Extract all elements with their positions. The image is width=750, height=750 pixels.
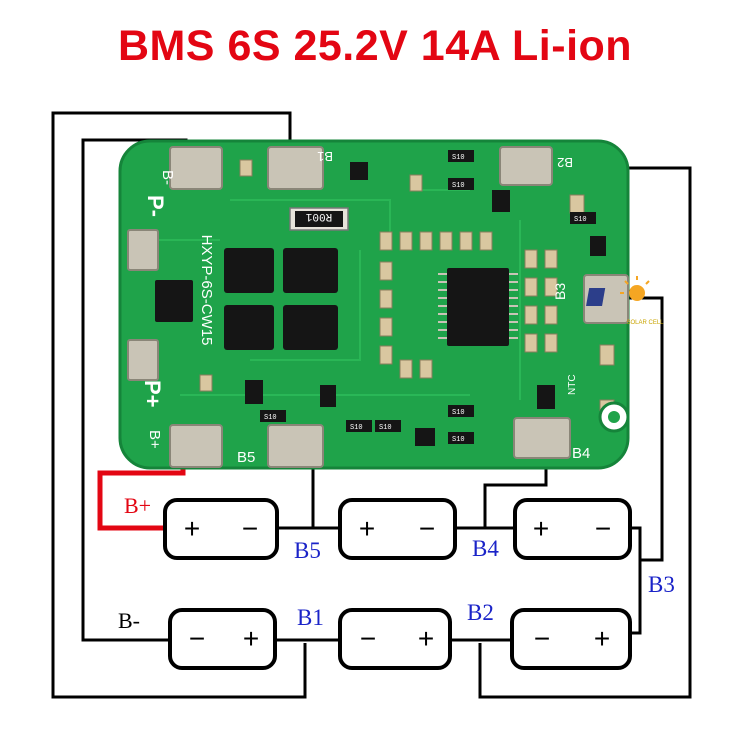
cell-bottom-3 (510, 608, 632, 670)
cell-bottom-3-right: + (594, 623, 610, 654)
wiring-labels: B+ B- B1 B2 B3 B4 B5 (118, 493, 675, 633)
silk-b1: B1 (317, 149, 333, 164)
mosfet-3 (224, 305, 274, 350)
silk-bplus: B+ (146, 430, 163, 449)
marking-4: S10 (452, 436, 465, 444)
resistor-code: R001 (305, 210, 332, 222)
silkscreen: HXYP-6S-CW15 B1 B2 B3 B4 B5 B- P- P+ B+ … (140, 149, 590, 466)
marking-2: S10 (452, 182, 465, 190)
pad-b1 (267, 146, 324, 190)
silk-bminus: B- (159, 170, 176, 185)
cell-terminals: + − + − + − − + − + − + (184, 513, 611, 654)
wire-b1-outer (51, 111, 307, 699)
mosfet-4 (283, 305, 338, 350)
pad-b5 (267, 424, 324, 468)
pad-bminus (169, 146, 223, 190)
silk-pminus: P- (143, 195, 168, 217)
pcb-board: R001 (118, 139, 630, 470)
battery-cells (163, 498, 632, 670)
cell-top-2-left: + (359, 513, 375, 544)
smd-components: S10 S10 S10 S10 S10 S10 S10 S10 (199, 150, 615, 446)
solder-pads (127, 146, 629, 468)
wire-b2 (478, 166, 692, 699)
label-bplus: B+ (124, 493, 151, 518)
marking-8: S10 (264, 414, 277, 422)
pad-pminus (127, 229, 159, 271)
wire-b3-link (630, 526, 642, 635)
marking-1: S10 (452, 154, 465, 162)
diagram-title: BMS 6S 25.2V 14A Li-ion (117, 22, 633, 70)
protection-ic (438, 268, 518, 346)
silk-ntc: NTC (567, 374, 578, 395)
cell-top-1-right: − (242, 513, 258, 544)
regulator-chip (155, 280, 193, 322)
pad-b3 (583, 274, 629, 324)
cell-bottom-3-left: − (534, 623, 550, 654)
logo-text: SOLAR CELL (626, 320, 664, 326)
cell-top-1-left: + (184, 513, 200, 544)
label-b5: B5 (294, 538, 321, 563)
silk-b2: B2 (557, 155, 573, 170)
silk-b3: B3 (552, 283, 568, 300)
cell-bottom-2-right: + (418, 623, 434, 654)
cell-bottom-1-right: + (243, 623, 259, 654)
solar-panel-icon (586, 288, 606, 306)
silk-pplus: P+ (140, 380, 165, 408)
mosfet-2 (283, 248, 338, 293)
cell-top-3-left: + (533, 513, 549, 544)
pad-b4 (513, 417, 571, 459)
marking-7: S10 (574, 216, 587, 224)
mounting-holes (598, 401, 630, 433)
silk-b4: B4 (572, 445, 590, 462)
shunt-resistor: R001 (289, 207, 349, 231)
label-b1: B1 (297, 605, 324, 630)
marking-5: S10 (350, 424, 363, 432)
cell-bottom-2 (338, 608, 452, 670)
label-bminus: B- (118, 608, 140, 633)
label-b4: B4 (472, 536, 499, 561)
cell-top-2 (338, 498, 457, 560)
mosfet-1 (224, 248, 274, 293)
silk-b5: B5 (237, 449, 255, 466)
cell-top-3-right: − (595, 513, 611, 544)
cell-bottom-1-left: − (189, 623, 205, 654)
solar-cell-logo: SOLAR CELL (586, 276, 664, 326)
marking-3: S10 (452, 409, 465, 417)
cell-bottom-2-left: − (360, 623, 376, 654)
pad-bplus (169, 424, 223, 468)
label-b3: B3 (648, 572, 675, 597)
cell-bottom-1 (168, 608, 277, 670)
sun-icon (629, 285, 645, 301)
marking-6: S10 (379, 424, 392, 432)
label-b2: B2 (467, 600, 494, 625)
cell-top-1 (163, 498, 279, 560)
silk-model: HXYP-6S-CW15 (198, 235, 215, 346)
cell-top-2-right: − (419, 513, 435, 544)
pad-pplus (127, 339, 159, 381)
pad-b2 (499, 146, 553, 186)
cell-top-3 (513, 498, 632, 560)
mosfets (224, 248, 338, 350)
